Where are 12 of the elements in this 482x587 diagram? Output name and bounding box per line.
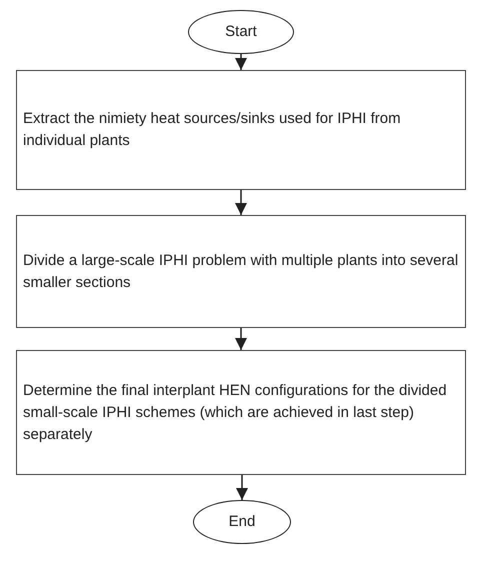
node-text: Determine the final interplant HEN configurations for the divided small-scale IPHI schemes (which are achieved in last step) separately xyxy=(23,380,448,444)
arrow xyxy=(236,475,248,500)
node-text: Divide a large-scale IPHI problem with multiple plants into several smaller sections xyxy=(23,250,459,292)
process-box xyxy=(16,350,466,475)
arrow xyxy=(235,190,247,215)
node-text: Start xyxy=(225,22,257,42)
arrow xyxy=(235,54,247,70)
node-text: Extract the nimiety heat sources/sinks used for IPHI from individual plants xyxy=(23,109,402,151)
arrow xyxy=(235,328,247,350)
process-box xyxy=(16,70,466,190)
node-text: End xyxy=(228,512,256,532)
process-box xyxy=(16,215,466,328)
